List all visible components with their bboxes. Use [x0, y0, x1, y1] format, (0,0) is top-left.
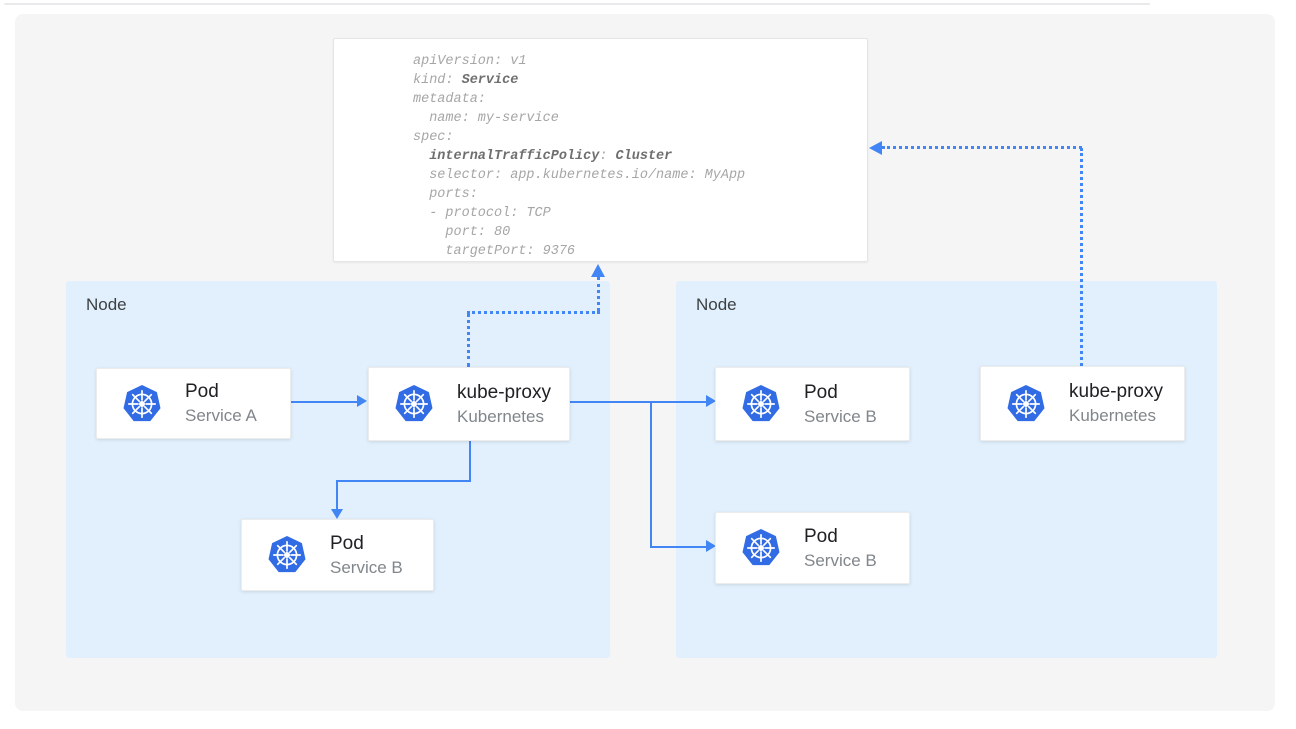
arrow-kube-proxy-to-left-pod-b-segment-3 — [336, 480, 338, 510]
arrow-kube-proxy-to-right-pod-2-arrowhead — [706, 540, 716, 552]
card-title: kube-proxy — [457, 381, 551, 403]
card-subtitle: Service B — [804, 406, 877, 426]
dotted-right-kube-proxy-to-service-segment-2 — [882, 146, 1082, 149]
card-pod-service-a: Pod Service A — [96, 368, 291, 439]
card-kube-proxy-left: kube-proxy Kubernetes — [368, 367, 570, 441]
dotted-right-kube-proxy-to-service-segment-1 — [1080, 148, 1083, 366]
top-divider — [4, 3, 1150, 5]
dotted-left-kube-proxy-to-service-segment-3 — [597, 277, 600, 311]
card-pod-service-b-right-2: Pod Service B — [715, 512, 910, 584]
node-right: Node — [676, 281, 1217, 658]
arrow-kube-proxy-to-right-pod-1-arrowhead — [706, 395, 716, 407]
card-subtitle: Kubernetes — [457, 406, 544, 426]
dotted-left-kube-proxy-to-service-arrowhead — [591, 264, 605, 277]
card-title: Pod — [804, 381, 838, 403]
dotted-left-kube-proxy-to-service-segment-2 — [467, 311, 600, 314]
yaml-service-card: apiVersion: v1 kind: Service metadata: nam… — [333, 38, 868, 262]
dotted-right-kube-proxy-to-service-arrowhead — [869, 141, 882, 155]
code-line: port: 80 — [413, 225, 511, 240]
arrow-kube-proxy-to-left-pod-b-segment-1 — [469, 441, 471, 482]
arrow-kube-proxy-to-right-pod-1-segment — [570, 401, 707, 403]
yaml-code: apiVersion: v1 kind: Service metadata: nam… — [334, 39, 867, 261]
card-subtitle: Kubernetes — [1069, 406, 1156, 425]
arrow-pod-a-to-kube-proxy-arrowhead — [357, 395, 367, 407]
card-pod-service-b-left: Pod Service B — [241, 519, 434, 591]
code-line: - protocol: TCP — [413, 206, 551, 221]
code-line: selector: app.kubernetes.io/name: MyApp — [413, 168, 746, 183]
arrow-kube-proxy-to-left-pod-b-arrowhead — [331, 509, 343, 519]
code-line: name: my-service — [413, 111, 559, 126]
card-subtitle: Service B — [330, 557, 403, 577]
dotted-left-kube-proxy-to-service-segment-1 — [467, 313, 470, 367]
card-title: Pod — [804, 525, 838, 547]
kubernetes-icon — [1006, 384, 1046, 424]
card-subtitle: Service A — [185, 406, 257, 425]
code-line: targetPort: 9376 — [413, 244, 576, 259]
node-left: Node — [66, 281, 610, 658]
kubernetes-icon — [394, 384, 434, 424]
card-pod-service-b-right-1: Pod Service B — [715, 367, 910, 441]
card-title: kube-proxy — [1069, 381, 1163, 402]
code-line: kind: Service — [413, 73, 519, 88]
kubernetes-icon — [741, 384, 781, 424]
code-line: metadata: — [413, 92, 486, 107]
kubernetes-icon — [741, 528, 781, 568]
code-line: apiVersion: v1 — [413, 54, 527, 69]
arrow-kube-proxy-to-right-pod-2-segment-horizontal — [650, 546, 707, 548]
card-subtitle: Service B — [804, 550, 877, 570]
node-label: Node — [86, 295, 127, 314]
arrow-pod-a-to-kube-proxy-segment — [291, 401, 358, 403]
card-title: Pod — [185, 381, 219, 402]
card-kube-proxy-right: kube-proxy Kubernetes — [980, 366, 1185, 441]
card-title: Pod — [330, 532, 364, 554]
node-label: Node — [696, 295, 737, 314]
kubernetes-icon — [122, 384, 162, 424]
code-line: spec: — [413, 130, 454, 145]
kubernetes-icon — [267, 535, 307, 575]
code-line: ports: — [413, 187, 478, 202]
arrow-kube-proxy-to-left-pod-b-segment-2 — [336, 480, 471, 482]
arrow-kube-proxy-to-right-pod-2-segment-vertical — [650, 401, 652, 548]
code-line: internalTrafficPolicy: Cluster — [429, 149, 673, 164]
